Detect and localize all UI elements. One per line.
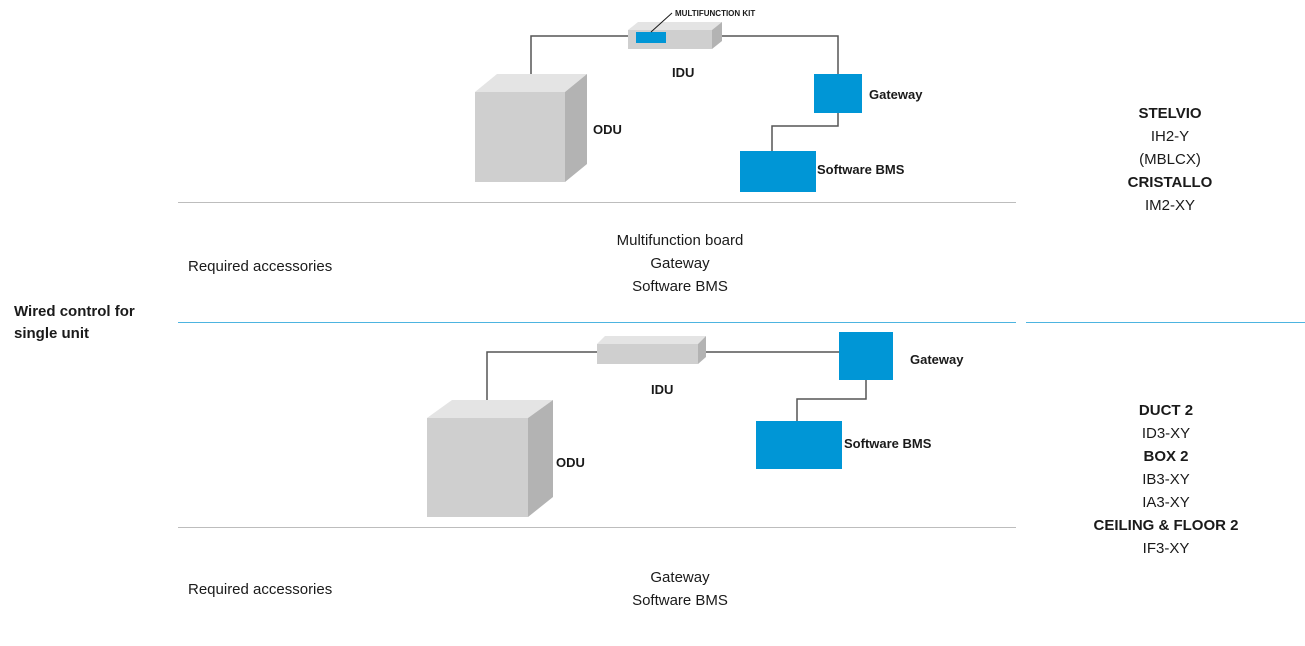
accessory-item: Gateway — [650, 569, 710, 586]
odu-label-2: ODU — [556, 455, 585, 470]
accessories-list-1: Multifunction board Gateway Software BMS — [580, 229, 780, 298]
accessory-item: Software BMS — [632, 278, 728, 295]
row-label: Wired control for single unit — [14, 301, 135, 345]
wire-odu-idu-2 — [486, 351, 597, 409]
idu-label-2: IDU — [651, 382, 673, 397]
divider-section2-diagram — [178, 527, 1016, 528]
gateway-label-1: Gateway — [869, 87, 923, 102]
row-label-line-2: single unit — [14, 325, 89, 342]
gateway-box-2 — [839, 332, 893, 380]
software-bms-label-2: Software BMS — [844, 436, 932, 451]
model-code: IB3-XY — [1142, 471, 1190, 488]
diagram-section-1: MULTIFUNCTION KIT IDU ODU Gateway Softwa… — [475, 9, 923, 192]
compatible-models-2: DUCT 2 ID3-XY BOX 2 IB3-XY IA3-XY CEILIN… — [1066, 399, 1266, 560]
accessory-item: Multifunction board — [616, 232, 744, 249]
multifunction-kit-module — [636, 32, 666, 43]
odu-unit-2 — [427, 400, 553, 517]
kit-label-leader — [650, 12, 673, 33]
divider-sections-main — [178, 322, 1016, 323]
model-code: IA3-XY — [1142, 494, 1190, 511]
model-name: DUCT 2 — [1138, 402, 1194, 419]
multifunction-kit-label: MULTIFUNCTION KIT — [675, 9, 755, 18]
model-code: IH2-Y — [1150, 128, 1190, 145]
wire-gateway-bms-2 — [796, 380, 867, 421]
model-code: IF3-XY — [1142, 540, 1190, 557]
odu-label-1: ODU — [593, 122, 622, 137]
model-name: CEILING & FLOOR 2 — [1093, 517, 1239, 534]
software-bms-box-2 — [756, 421, 842, 469]
model-code: (MBLCX) — [1139, 151, 1201, 168]
model-name: STELVIO — [1138, 105, 1202, 122]
wire-idu-gateway-1 — [722, 35, 839, 74]
gateway-label-2: Gateway — [910, 352, 964, 367]
software-bms-label-1: Software BMS — [817, 162, 905, 177]
idu-label-1: IDU — [672, 65, 694, 80]
model-name: CRISTALLO — [1127, 174, 1213, 191]
accessory-item: Gateway — [650, 255, 710, 272]
divider-sections-right — [1026, 322, 1305, 323]
gateway-box-1 — [814, 74, 862, 113]
odu-unit-1 — [475, 74, 587, 182]
model-code: ID3-XY — [1141, 425, 1191, 442]
wire-odu-idu-1 — [530, 35, 628, 92]
diagram-section-2: IDU ODU Gateway Software BMS — [427, 332, 964, 517]
compatible-models-1: STELVIO IH2-Y (MBLCX) CRISTALLO IM2-XY — [1080, 102, 1260, 217]
row-label-line-1: Wired control for — [14, 303, 135, 320]
accessories-list-2: Gateway Software BMS — [580, 566, 780, 612]
required-accessories-label-1: Required accessories — [188, 258, 333, 275]
model-name: BOX 2 — [1143, 448, 1189, 465]
accessory-item: Software BMS — [632, 592, 728, 609]
divider-section1-diagram — [178, 202, 1016, 203]
wire-gateway-bms-1 — [771, 113, 839, 151]
idu-unit-1 — [628, 22, 722, 49]
software-bms-box-1 — [740, 151, 816, 192]
required-accessories-label-2: Required accessories — [188, 581, 333, 598]
idu-unit-2 — [597, 336, 706, 364]
model-code: IM2-XY — [1144, 197, 1195, 214]
